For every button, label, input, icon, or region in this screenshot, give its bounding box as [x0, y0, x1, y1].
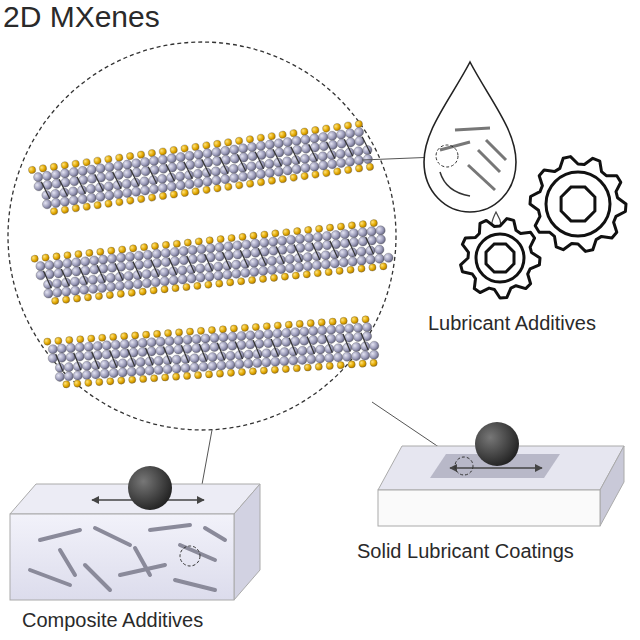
section-label: Lubricant Additives — [428, 312, 596, 334]
mxene-sheet — [28, 119, 375, 217]
gears — [461, 157, 626, 298]
section-label: Composite Additives — [22, 609, 203, 631]
mxene-sheet — [44, 315, 381, 389]
composite-block — [10, 466, 260, 600]
diagram-title: 2D MXenes — [3, 0, 160, 33]
zoom-circle — [8, 42, 396, 430]
mxene-sheet — [31, 218, 395, 307]
mxene-layers — [28, 119, 394, 389]
oil-droplet — [424, 62, 516, 231]
section-label: Solid Lubricant Coatings — [357, 540, 574, 562]
coating-block — [378, 422, 624, 526]
